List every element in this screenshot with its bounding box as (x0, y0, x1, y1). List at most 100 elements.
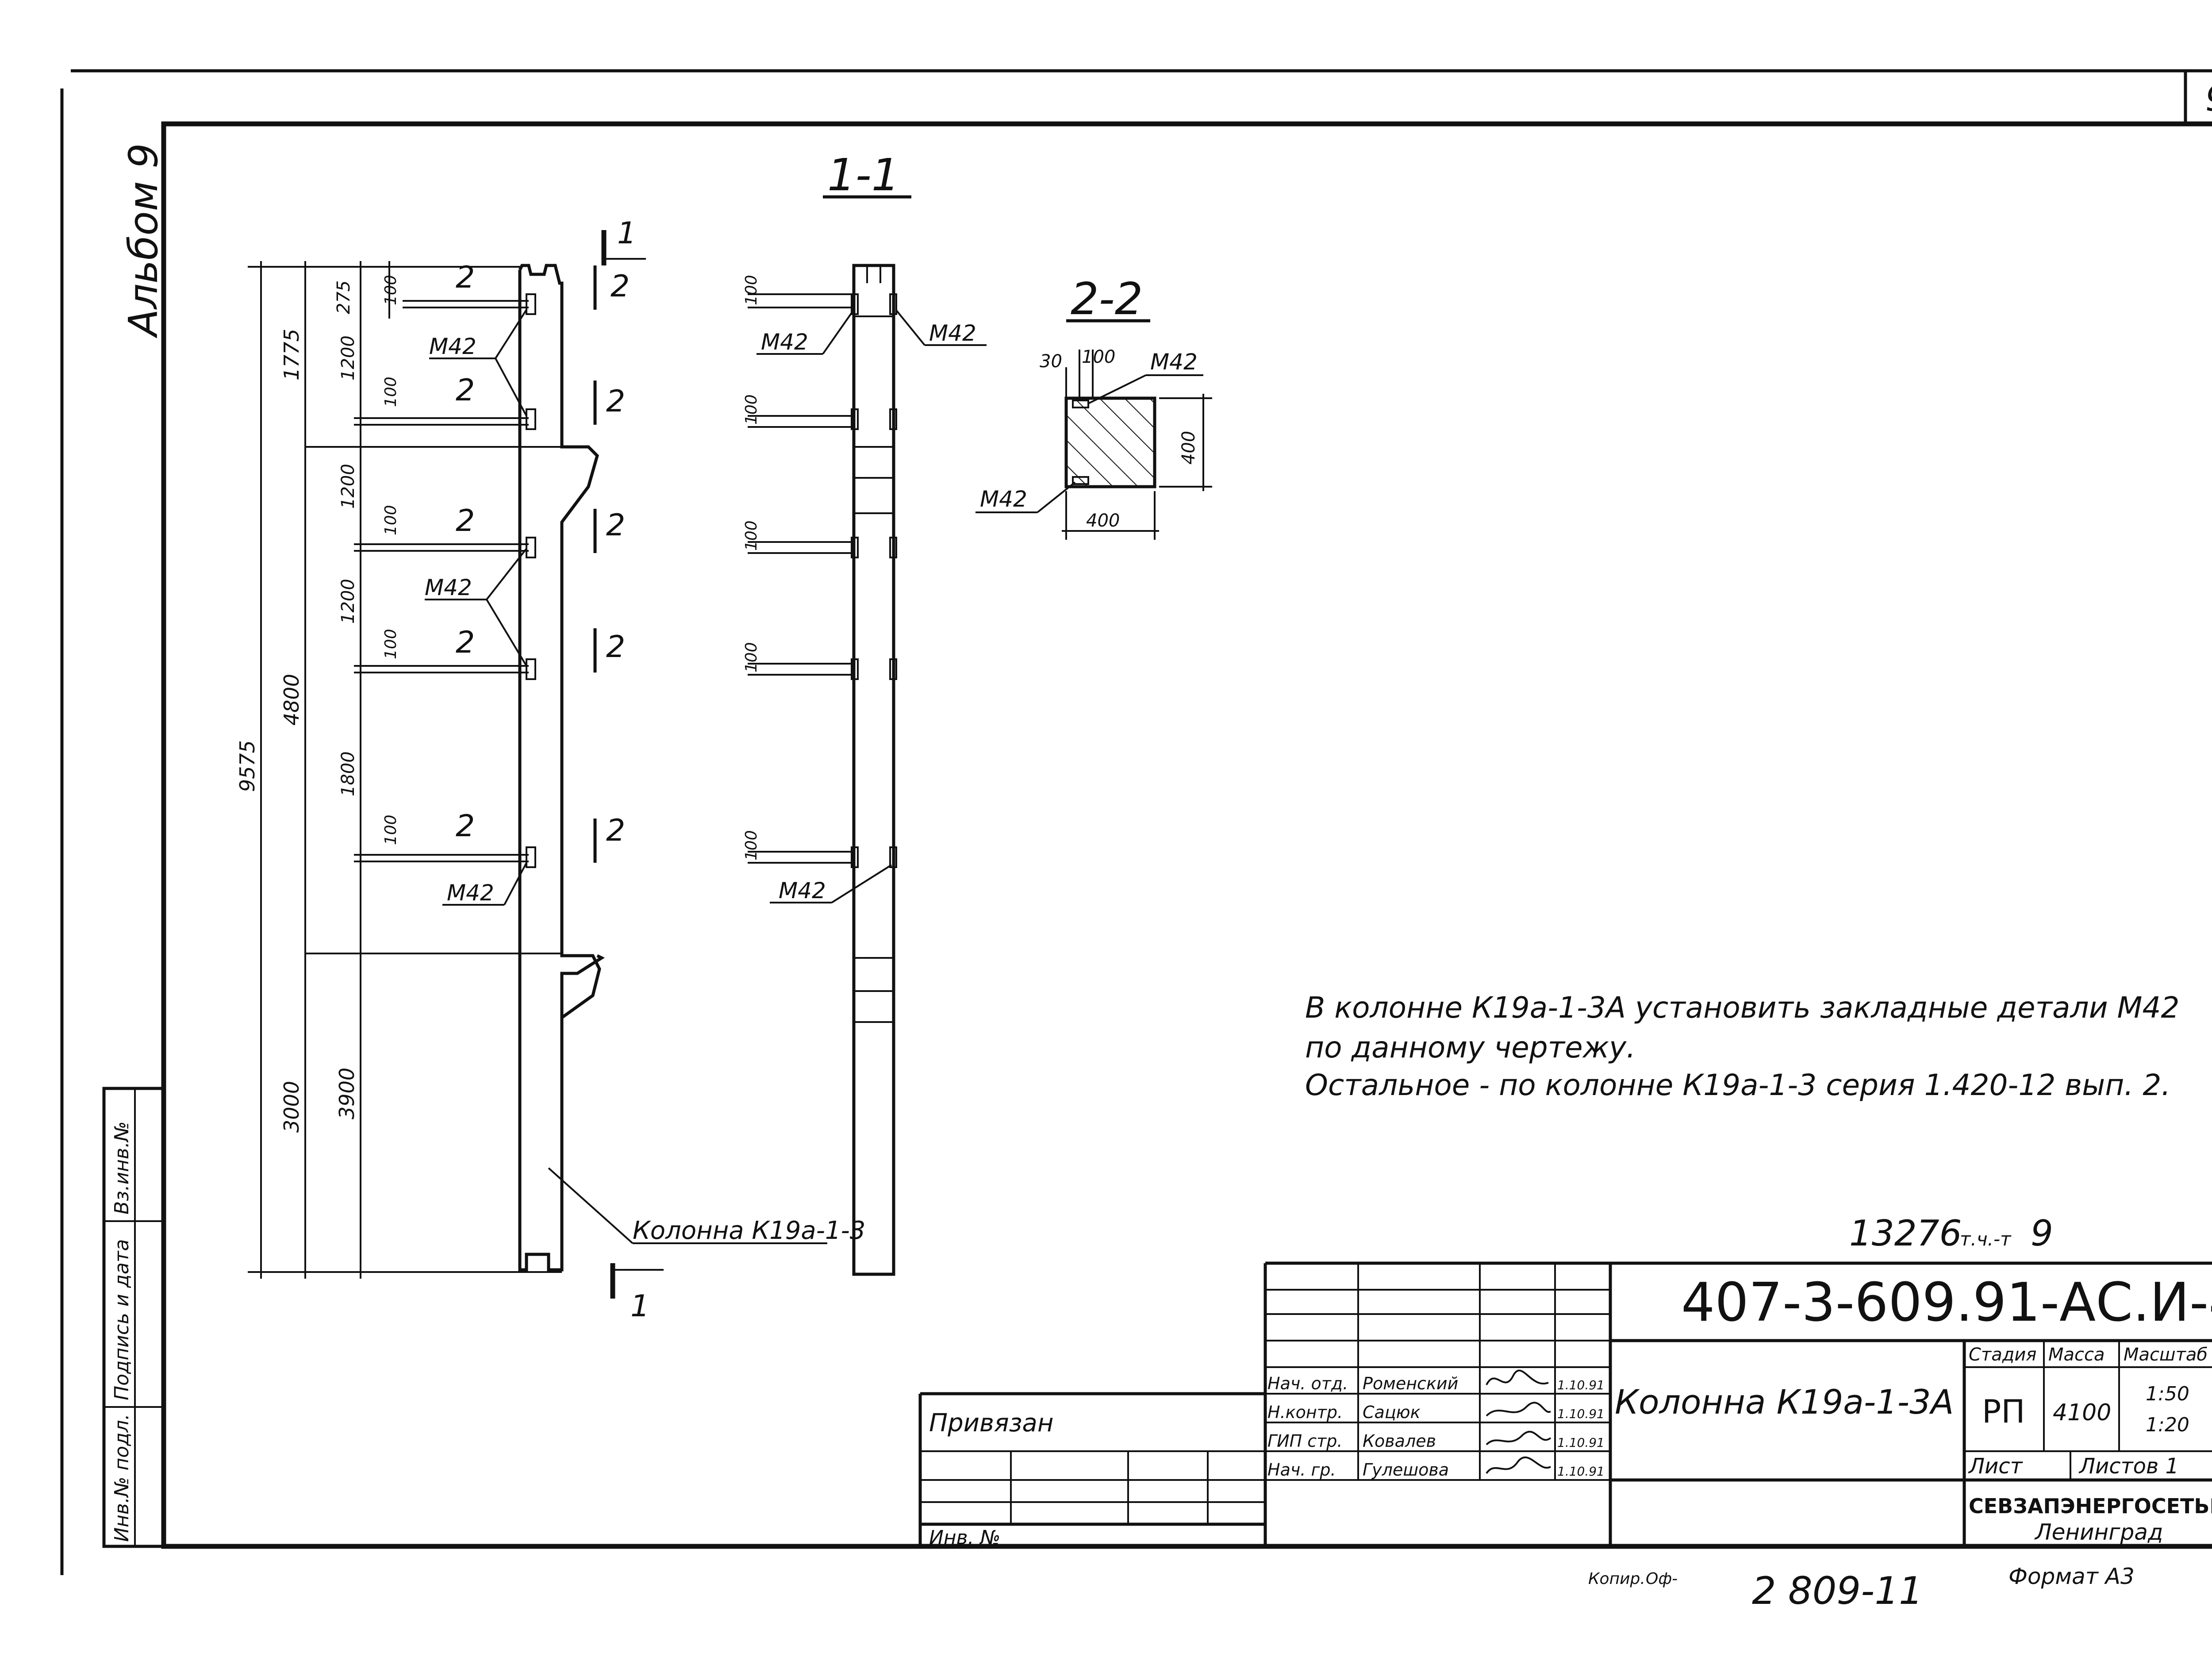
format-label: Формат А3 (2008, 1564, 2135, 1589)
signer-role-1: Нач. отд. (1267, 1374, 1348, 1393)
signer-role-3: ГИП стр. (1267, 1431, 1342, 1451)
sheet-label: Лист (1968, 1454, 2024, 1479)
stage-value: РП (1982, 1393, 2025, 1430)
s22-m42-bottom: М42 (980, 486, 1027, 512)
dim-lower-outer: 3000 (280, 1081, 303, 1133)
dim-total: 9575 (235, 740, 259, 792)
cut-2-i: 2 (456, 809, 475, 844)
inventory-number-main: 13276 (1849, 1213, 1962, 1254)
column-reference: Колонна К19а-1-3 (633, 1216, 865, 1245)
dim-100-1: 100 (382, 275, 400, 305)
org-name: СЕВЗАПЭНЕРГОСЕТЬПРОЕКТ (1969, 1494, 2212, 1518)
dim-100-2: 100 (382, 377, 400, 407)
privyazan-label: Привязан (929, 1409, 1053, 1438)
cut-1-top: 1 (617, 216, 636, 251)
cut-2-f: 2 (606, 508, 625, 543)
scale-value-2: 1:20 (2146, 1414, 2189, 1436)
front-view: 9575 1775 4800 3000 3900 275 1200 1200 1… (235, 216, 865, 1324)
inventory-number-suffix: т.ч.-т (1960, 1228, 2012, 1250)
cut-2-c: 2 (456, 373, 475, 408)
dim-100-3: 100 (382, 505, 400, 535)
s22-dim-400w: 400 (1086, 511, 1120, 531)
front-dimensions: 9575 1775 4800 3000 3900 275 1200 1200 1… (235, 275, 400, 1133)
sec-dim-2: 100 (742, 394, 760, 425)
dim-1200c: 1200 (338, 579, 358, 624)
inv-no-label: Инв. № (929, 1526, 1000, 1549)
signer-date-2: 1.10.91 (1557, 1407, 1605, 1421)
front-m42-1: М42 (429, 334, 476, 359)
dim-upper: 1775 (280, 329, 303, 381)
signer-date-1: 1.10.91 (1557, 1378, 1605, 1392)
signer-role-2: Н.контр. (1267, 1403, 1343, 1422)
section-2-2-view: 2-2 30 100 400 400 М42 М42 (975, 273, 1212, 540)
cut-2-e: 2 (456, 504, 475, 538)
inventory-number: 13276 т.ч.-т 9 (1849, 1213, 2053, 1254)
section-embed-labels: М42 М42 М42 (757, 309, 987, 903)
inventory-number-tail: 9 (2031, 1213, 2053, 1254)
sec-dim-1: 100 (742, 275, 760, 305)
org-city: Ленинград (2034, 1519, 2163, 1545)
col-mass: Масса (2048, 1345, 2105, 1365)
col-stage: Стадия (1969, 1345, 2036, 1365)
sec-dim-3: 100 (742, 520, 760, 551)
sec-m42-3: М42 (779, 878, 826, 903)
s22-dim-400h: 400 (1179, 431, 1199, 465)
cut-2-j: 2 (606, 813, 625, 848)
side-stamp-table: Инв.№ подл. Подпись и дата Вз.инв.№ (102, 1087, 165, 1548)
note-line-2: по данному чертежу. (1305, 1030, 1636, 1065)
signer-date-4: 1.10.91 (1557, 1464, 1605, 1479)
note-line-1: В колонне К19а-1-3А установить закладные… (1305, 991, 2180, 1025)
copier-mark: Оф- (1646, 1570, 1678, 1588)
title-block: 407-3-609.91-АС.И-4 Колонна К19а-1-3А Пр… (918, 1261, 2212, 1549)
dim-middle: 4800 (280, 674, 303, 726)
section-dims: 100 100 100 100 100 (742, 275, 760, 861)
cut-2-d: 2 (606, 384, 625, 419)
note-line-3: Остальное - по колонне К19а-1-3 серия 1.… (1305, 1068, 2170, 1102)
sheet-number: 9 (2205, 79, 2212, 119)
stamp-number: 2 809-11 (1752, 1569, 1923, 1613)
sec-dim-5: 100 (742, 830, 760, 861)
cut-2-g: 2 (456, 625, 475, 660)
side-inv-original: Инв.№ подл. (111, 1414, 133, 1542)
signer-name-2: Сацюк (1363, 1403, 1421, 1422)
cut-2-a: 2 (456, 260, 475, 295)
front-m42-3: М42 (447, 880, 494, 906)
dim-1200a: 1200 (338, 335, 358, 381)
drawing-title: Колонна К19а-1-3А (1615, 1382, 1954, 1422)
embed-markers (526, 293, 536, 868)
section-2-2-title: 2-2 (1071, 273, 1143, 325)
section-1-1-title: 1-1 (827, 149, 899, 201)
album-label: Альбом 9 (120, 143, 167, 338)
signer-name-4: Гулешова (1363, 1460, 1449, 1480)
sheet-frame (60, 69, 2212, 1575)
cut-1-bottom: 1 (630, 1289, 649, 1324)
dim-1800: 1800 (338, 751, 358, 796)
col-scale: Масштаб (2124, 1345, 2208, 1365)
cut-2-b: 2 (611, 269, 630, 304)
front-embed-labels: М42 М42 М42 (425, 309, 527, 906)
dim-275: 275 (334, 281, 354, 314)
mass-value: 4100 (2053, 1399, 2111, 1426)
dim-100-4: 100 (382, 629, 400, 659)
sec-dim-4: 100 (742, 642, 760, 673)
signer-name-1: Роменский (1363, 1374, 1458, 1393)
side-inv-replaced: Вз.инв.№ (111, 1121, 133, 1215)
s22-dim-30: 30 (1040, 351, 1062, 372)
s22-m42-top: М42 (1150, 349, 1198, 375)
sec-m42-1: М42 (761, 329, 808, 355)
copied-label: Копир. (1588, 1570, 1645, 1588)
cut-marks-2: 2 2 2 2 2 2 2 2 2 2 (456, 260, 630, 848)
dim-1200b: 1200 (338, 464, 358, 509)
s22-dim-100: 100 (1082, 347, 1115, 367)
signer-name-3: Ковалев (1363, 1431, 1436, 1451)
section-1-1-view: 1-1 (742, 149, 987, 1276)
scale-value-1: 1:50 (2146, 1383, 2189, 1405)
sheets-label: Листов 1 (2078, 1454, 2179, 1479)
front-m42-2: М42 (425, 575, 472, 600)
signatures (1486, 1369, 1551, 1474)
signer-role-4: Нач. гр. (1267, 1460, 1336, 1480)
cut-2-h: 2 (606, 630, 625, 665)
cut-marks-1: 1 1 (601, 216, 664, 1324)
cross-section (1064, 396, 1156, 488)
